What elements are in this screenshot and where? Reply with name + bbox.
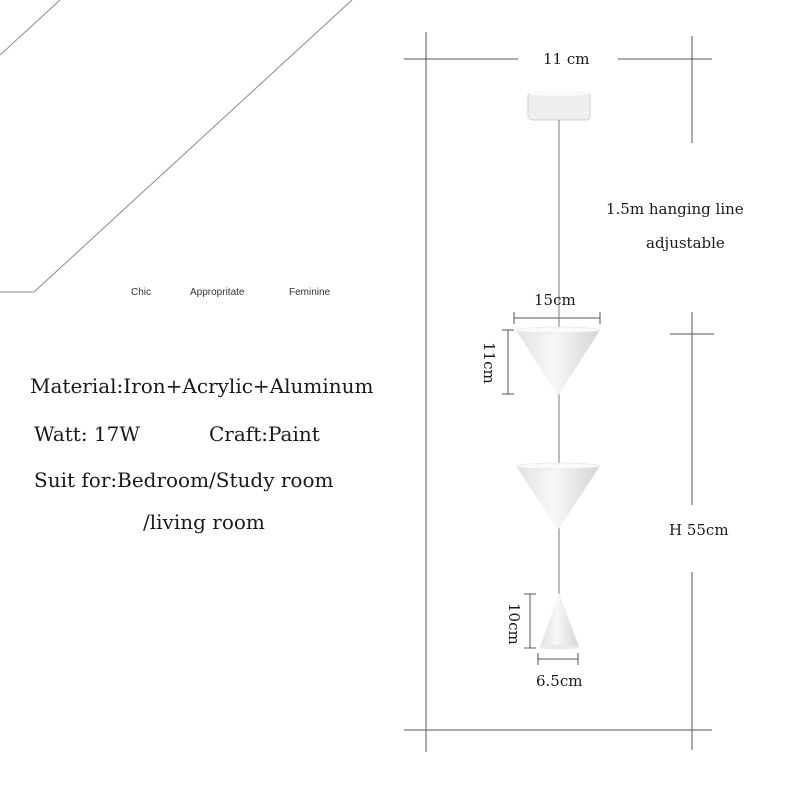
large-cone-height-label: 11cm xyxy=(480,342,498,384)
spec-material: Material:Iron+Acrylic+Aluminum xyxy=(30,374,374,398)
tag-appropriate: Appropritate xyxy=(190,287,245,298)
spec-watt: Watt: 17W xyxy=(34,422,140,446)
decorative-line xyxy=(33,0,353,293)
decorative-line xyxy=(0,0,61,56)
small-cone-width-label: 6.5cm xyxy=(536,672,583,690)
spec-suit-line1: Suit for:Bedroom/Study room xyxy=(34,468,334,492)
large-cone-lower xyxy=(516,466,600,530)
tag-chic: Chic xyxy=(131,287,152,298)
hanging-line-label: 1.5m hanging line xyxy=(606,200,744,218)
spec-craft: Craft:Paint xyxy=(209,422,320,446)
small-cone-height-label: 10cm xyxy=(505,603,523,645)
pendant-lamp xyxy=(515,90,601,650)
large-cone-width-label: 15cm xyxy=(534,291,576,309)
tag-feminine: Feminine xyxy=(289,287,331,298)
canopy-width-label: 11 cm xyxy=(543,50,590,68)
small-cone xyxy=(540,593,579,647)
total-height-label: H 55cm xyxy=(669,521,729,539)
ceiling-canopy xyxy=(527,91,591,121)
hanging-line-adjustable-label: adjustable xyxy=(646,234,725,252)
large-cone-upper xyxy=(516,330,600,396)
spec-suit-line2: /living room xyxy=(143,510,265,534)
